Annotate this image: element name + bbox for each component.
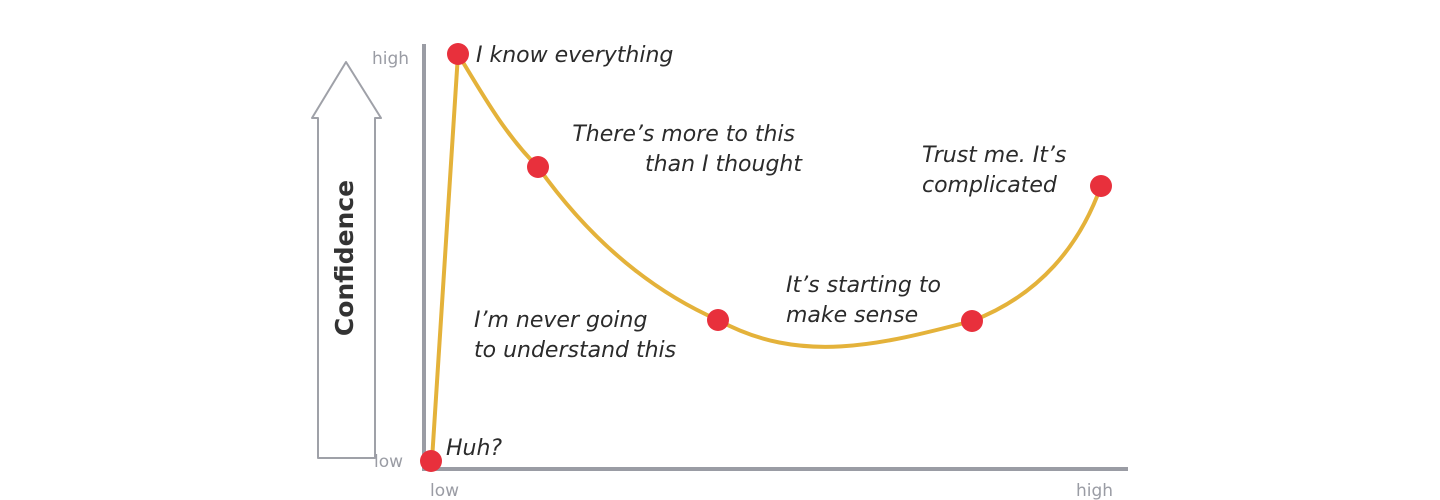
- y-tick-low: low: [374, 452, 403, 472]
- stage-marker-trust-me: [1090, 175, 1112, 197]
- confidence-curve: [430, 52, 1103, 462]
- annotation-trust-me-line-1: Trust me. It’s: [922, 143, 1066, 168]
- stage-marker-starting-sense: [961, 310, 983, 332]
- annotation-know-everything-line-1: I know everything: [476, 43, 673, 68]
- annotation-starting-sense-line-1: It’s starting to: [786, 273, 941, 298]
- annotation-starting-sense-line-2: make sense: [786, 303, 918, 328]
- annotation-more-to-this: There’s more to this than I thought: [572, 122, 803, 177]
- annotation-know-everything: I know everything: [476, 43, 673, 68]
- y-axis-label: Confidence: [330, 180, 359, 336]
- annotation-huh-line-1: Huh?: [446, 436, 502, 461]
- x-tick-high: high: [1076, 481, 1113, 500]
- annotation-never-understand: I’m never going to understand this: [474, 308, 676, 363]
- x-tick-low: low: [430, 481, 459, 500]
- confidence-arrow-icon: [311, 61, 382, 459]
- annotation-huh: Huh?: [446, 436, 502, 461]
- annotation-trust-me-line-2: complicated: [922, 173, 1058, 198]
- annotation-never-understand-line-2: to understand this: [474, 338, 676, 363]
- annotation-starting-sense: It’s starting to make sense: [786, 273, 948, 328]
- annotation-never-understand-line-1: I’m never going: [474, 308, 647, 333]
- y-tick-high: high: [372, 49, 409, 69]
- annotation-trust-me: Trust me. It’s complicated: [922, 143, 1073, 198]
- annotation-more-to-this-line-2: than I thought: [645, 152, 803, 177]
- stage-marker-huh: [420, 450, 442, 472]
- stage-marker-know-everything: [447, 43, 469, 65]
- stage-marker-more-to-this: [527, 156, 549, 178]
- stage-marker-never-understand: [707, 309, 729, 331]
- annotation-more-to-this-line-1: There’s more to this: [572, 122, 795, 147]
